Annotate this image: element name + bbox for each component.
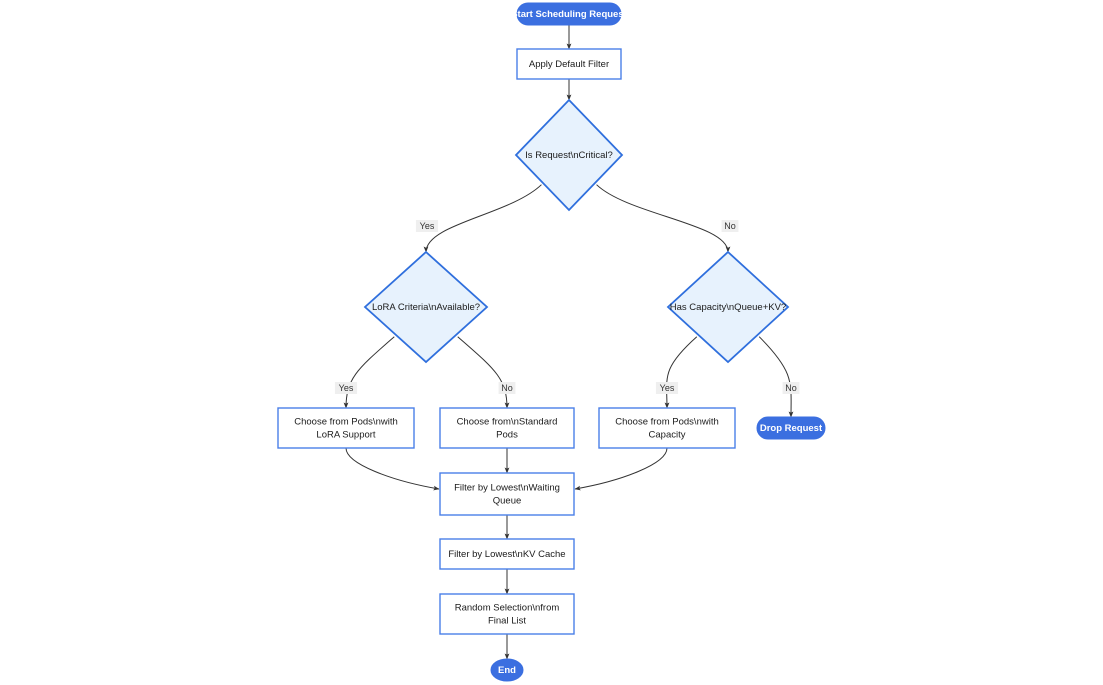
edge-label-text: Yes	[660, 383, 675, 393]
edge-label-text: No	[724, 221, 736, 231]
edge-label-capacity-yes: Yes	[655, 382, 679, 394]
node-label-end: End	[498, 665, 516, 676]
node-start[interactable]: Start Scheduling Request	[511, 2, 628, 26]
edge-label-background	[782, 382, 800, 394]
edge-lora-to-std_pods	[457, 336, 510, 409]
edge-label-text: Yes	[339, 383, 354, 393]
edge-label-text: No	[501, 383, 513, 393]
node-shape-rect	[439, 407, 575, 449]
node-label-capacity: Has Capacity\nQueue+KV?	[670, 302, 786, 313]
edge-label-lora-no: No	[498, 382, 516, 394]
node-shape-stadium	[756, 416, 826, 440]
edges-layer	[343, 25, 794, 660]
node-shape-rect	[439, 593, 575, 635]
node-shape-diamond	[666, 250, 790, 364]
node-end[interactable]: End	[490, 658, 524, 682]
edge-capacity-to-cap_pods	[664, 336, 698, 409]
node-shape-stadium	[516, 2, 622, 26]
node-shape-diamond	[514, 98, 624, 212]
edge-critical-to-capacity	[596, 184, 731, 253]
node-shape-rect	[516, 48, 622, 80]
edge-label-critical-yes: Yes	[415, 220, 439, 232]
edge-cap_pods-to-filter_queue	[574, 447, 668, 491]
node-critical[interactable]: Is Request\nCritical?	[514, 98, 624, 212]
node-shape-diamond	[363, 250, 489, 364]
edge-label-critical-no: No	[721, 220, 739, 232]
node-shape-rect	[277, 407, 415, 449]
node-shape-rect	[439, 472, 575, 516]
edge-critical-to-lora	[423, 184, 542, 253]
edge-lora-to-lora_pods	[343, 336, 395, 409]
node-label-filter_kv: Filter by Lowest\nKV Cache	[448, 549, 565, 560]
edge-label-background	[415, 220, 439, 232]
edge-capacity-to-drop	[758, 336, 794, 418]
node-default[interactable]: Apply Default Filter	[516, 48, 622, 80]
edge-label-text: Yes	[420, 221, 435, 231]
node-label-lora: LoRA Criteria\nAvailable?	[372, 302, 480, 313]
edge-label-text: No	[785, 383, 797, 393]
node-drop[interactable]: Drop Request	[756, 416, 826, 440]
node-label-critical: Is Request\nCritical?	[525, 150, 613, 161]
edge-label-background	[498, 382, 516, 394]
edge-label-lora-yes: Yes	[334, 382, 358, 394]
node-capacity[interactable]: Has Capacity\nQueue+KV?	[666, 250, 790, 364]
edge-label-background	[655, 382, 679, 394]
node-filter_kv[interactable]: Filter by Lowest\nKV Cache	[439, 538, 575, 570]
node-label-start: Start Scheduling Request	[511, 9, 627, 20]
node-shape-rect	[439, 538, 575, 570]
node-label-drop: Drop Request	[760, 423, 823, 434]
edge-label-capacity-no: No	[782, 382, 800, 394]
edge-label-background	[721, 220, 739, 232]
node-lora[interactable]: LoRA Criteria\nAvailable?	[363, 250, 489, 364]
node-shape-rect	[598, 407, 736, 449]
edge-lora_pods-to-filter_queue	[345, 447, 440, 491]
node-shape-circle	[490, 658, 524, 682]
node-label-default: Apply Default Filter	[529, 59, 609, 70]
edge-label-background	[334, 382, 358, 394]
